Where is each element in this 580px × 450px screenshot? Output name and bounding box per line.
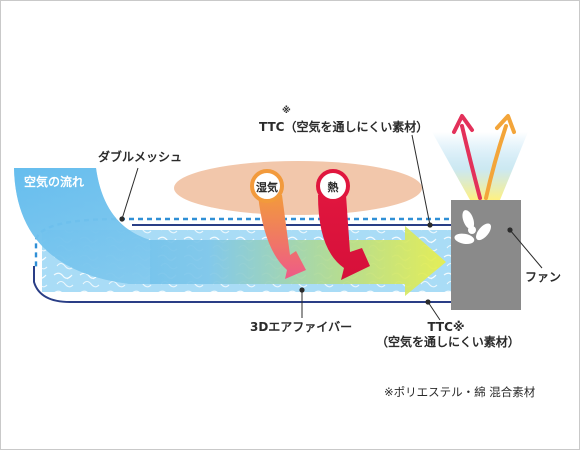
3d-air-fiber-label: 3Dエアファイバー (250, 320, 353, 334)
leader-ttc-top (411, 134, 431, 226)
leader-double-mesh (121, 167, 139, 220)
humidity-arrow (258, 195, 306, 279)
exhaust-arrow-orange (484, 124, 508, 200)
footnote: ※ポリエステル・綿 混合素材 (384, 385, 536, 399)
ttc-bottom-line2: （空気を通しにくい素材） (376, 335, 520, 349)
fan-label: ファン (525, 270, 562, 284)
ttc-bottom-label: TTC※ （空気を通しにくい素材） (376, 320, 520, 350)
leader-ttc-bottom (427, 301, 441, 321)
double-mesh-label: ダブルメッシュ (98, 150, 183, 164)
leader-fan (509, 229, 543, 269)
body-heat-zone (174, 161, 422, 215)
air-flow-label: 空気の流れ (24, 175, 85, 189)
exhaust-arrow-red (460, 124, 482, 200)
humidity-circle (250, 169, 284, 203)
heat-label: 熱 (327, 181, 339, 194)
heat-arrow (318, 195, 370, 280)
ttc-top-mark: ※ (282, 106, 291, 116)
ttc-bottom-layer (33, 266, 458, 303)
fan-icon (454, 210, 491, 245)
ttc-top-label: TTC（空気を通しにくい素材） (259, 120, 429, 134)
fan-unit (451, 200, 521, 310)
heat-circle (316, 169, 350, 203)
exhaust-airflow (432, 132, 528, 200)
ttc-bottom-line1: TTC※ (427, 320, 465, 334)
humidity-label: 湿気 (256, 181, 278, 194)
